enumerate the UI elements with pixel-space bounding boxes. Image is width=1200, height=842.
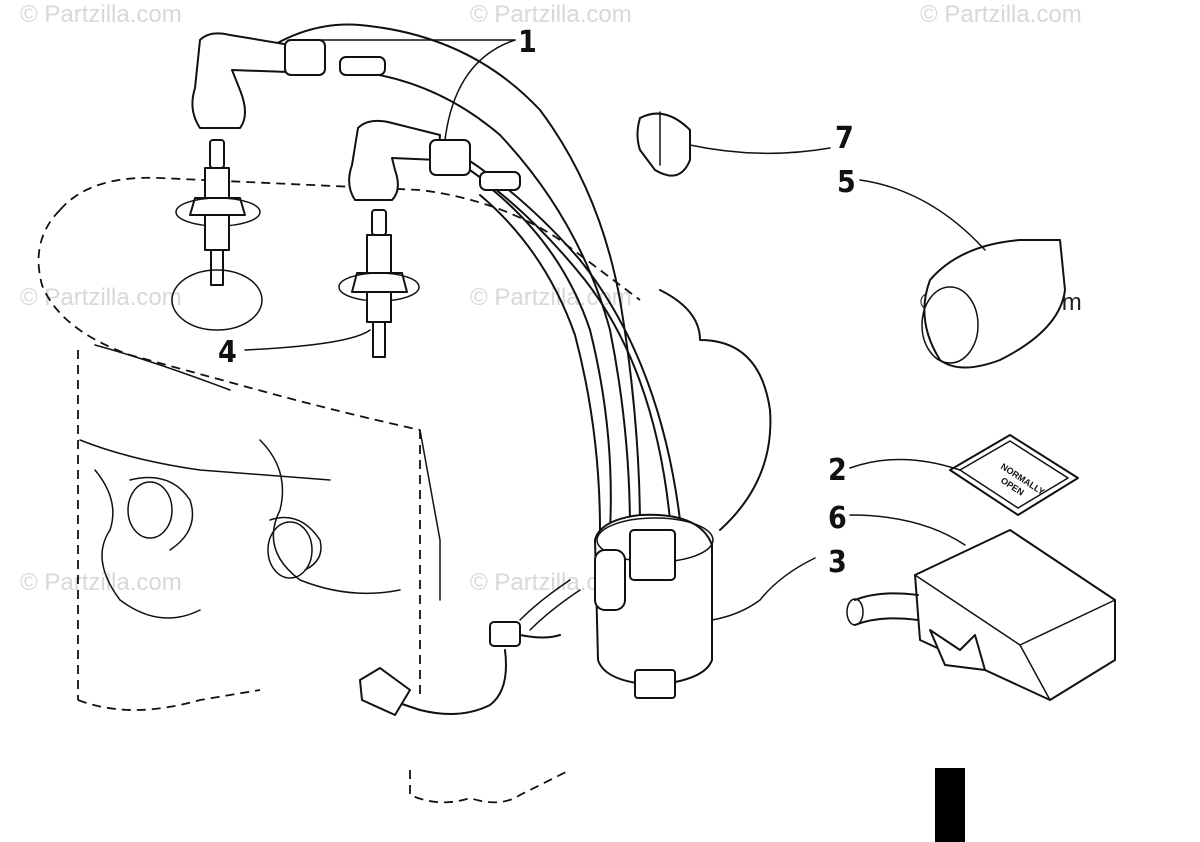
watermark: © Partzilla.com <box>20 284 182 311</box>
leader-lines <box>244 39 986 621</box>
clip <box>636 111 691 177</box>
watermark: © Partzilla.com <box>470 1 632 28</box>
callout-6: 6 <box>828 501 847 536</box>
callout-2: 2 <box>828 453 847 488</box>
ignition-coil <box>359 289 772 716</box>
spark-plug <box>338 209 420 358</box>
engine-outline <box>37 176 641 804</box>
relay-cover <box>846 529 1116 701</box>
watermark: © Partzilla.com <box>920 1 1082 28</box>
callout-labels: 1 7 5 4 2 6 3 <box>218 25 856 580</box>
callout-7: 7 <box>835 121 854 156</box>
callout-3: 3 <box>828 545 847 580</box>
decal: NORMALLY OPEN <box>949 434 1079 516</box>
watermarks: © Partzilla.com © Partzilla.com © Partzi… <box>20 1 1082 596</box>
callout-1: 1 <box>518 25 537 60</box>
callout-4: 4 <box>218 335 237 370</box>
watermark: © Partzilla.com <box>20 1 182 28</box>
sleeve <box>921 239 1066 369</box>
spark-plug <box>171 139 263 331</box>
watermark: © Partzilla.com <box>20 569 182 596</box>
index-bar <box>935 768 965 842</box>
callout-5: 5 <box>837 165 856 200</box>
spark-plug-wire <box>191 23 681 531</box>
